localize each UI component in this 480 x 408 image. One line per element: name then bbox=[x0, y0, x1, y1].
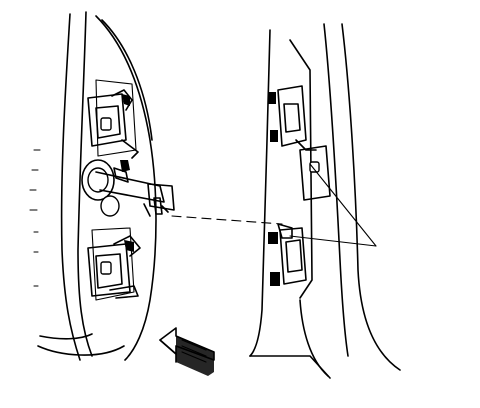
direction-arrow-icon bbox=[159, 327, 215, 376]
upper-body-hinge bbox=[268, 85, 317, 151]
alignment-dashed-line bbox=[171, 215, 283, 225]
body-hinge-pillar bbox=[249, 23, 401, 379]
callout-lines bbox=[289, 163, 377, 247]
lower-door-hinge bbox=[87, 235, 141, 299]
lower-body-hinge bbox=[268, 223, 307, 286]
door-check-link bbox=[81, 159, 175, 217]
upper-door-hinge bbox=[87, 89, 139, 159]
